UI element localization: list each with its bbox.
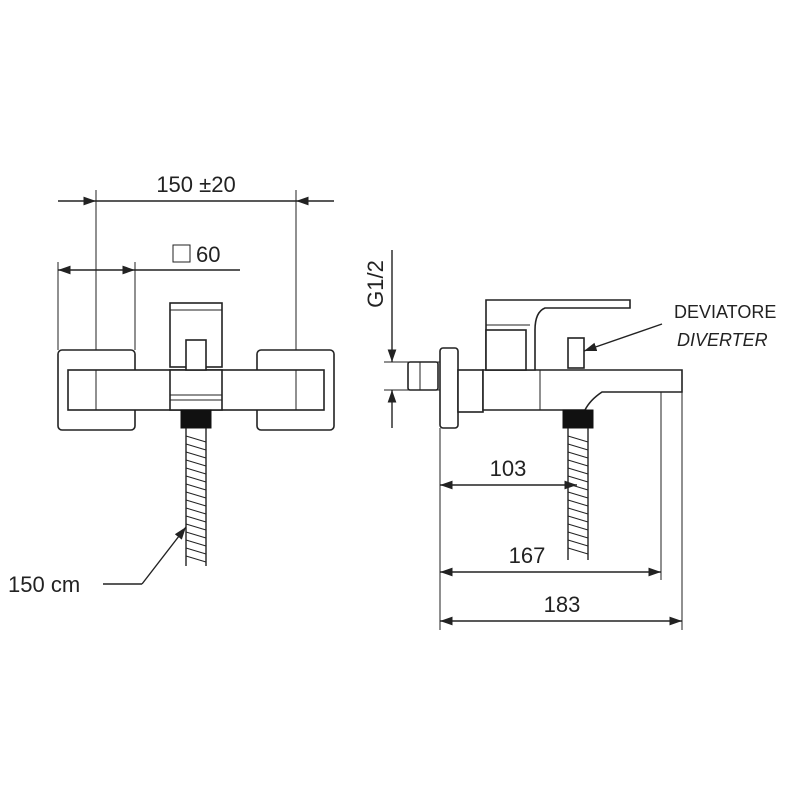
shower-hose-side [567, 428, 589, 560]
side-view: G1/2 DEVIATORE DIVERTER [363, 250, 776, 630]
diverter-knob [567, 337, 585, 369]
square-symbol [172, 244, 191, 263]
dimension-thread: G1/2 [363, 250, 440, 428]
dim-103-label: 103 [490, 456, 527, 481]
handle-base [485, 329, 527, 371]
dim-183-label: 183 [544, 592, 581, 617]
hose-length-label: 150 cm [8, 572, 80, 597]
dimension-square: 60 [57, 242, 240, 350]
dimension-103: 103 [440, 456, 577, 490]
hose-connector-side [562, 409, 594, 429]
dim-thread-label: G1/2 [363, 260, 388, 308]
wall-plate [439, 347, 459, 429]
diverter-label-en: DIVERTER [677, 330, 768, 350]
dim-167-label: 167 [509, 543, 546, 568]
dim-square-label: 60 [196, 242, 220, 267]
dimension-167: 167 [440, 543, 661, 577]
front-view: 150 ±20 60 [8, 172, 335, 597]
hose-length-leader: 150 cm [8, 526, 187, 597]
diverter-knob-front [185, 339, 207, 371]
dimension-183: 183 [440, 592, 682, 626]
dim-width-label: 150 ±20 [156, 172, 235, 197]
inlet-fitting [407, 361, 439, 391]
center-outlet [169, 369, 223, 411]
hose-connector [180, 409, 212, 429]
mixer-body-side [482, 369, 683, 411]
diverter-label-it: DEVIATORE [674, 302, 776, 322]
shower-hose [185, 428, 207, 566]
dimension-width: 150 ±20 [58, 172, 334, 390]
eccentric [457, 369, 484, 413]
